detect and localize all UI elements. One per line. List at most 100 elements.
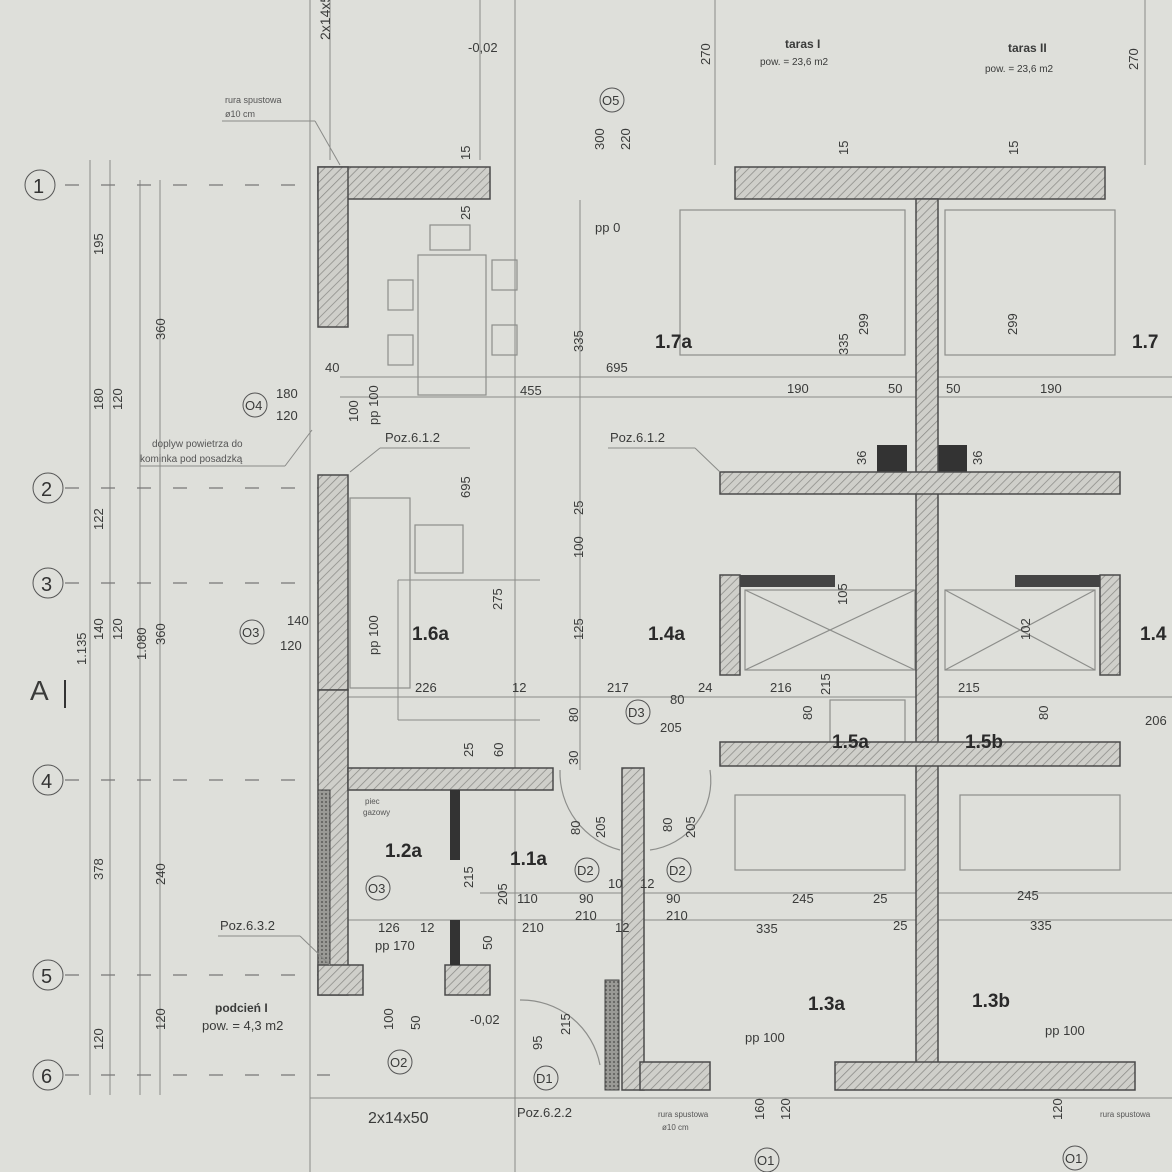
dimension-label: 220: [618, 128, 633, 150]
dimension-label: 24: [698, 680, 712, 695]
dimension-label: 100: [381, 1008, 396, 1030]
pp-170: pp 170: [375, 938, 415, 953]
dimension-label: 140: [91, 618, 106, 640]
pp-100-a: pp 100: [366, 385, 381, 425]
dimension-label: 80: [566, 708, 581, 722]
dimension-label: 80: [568, 821, 583, 835]
annotations: rura spustowa ø10 cm doplyw powietrza do…: [140, 0, 1151, 1132]
dimension-label: 10: [608, 876, 622, 891]
dimension-label: 378: [91, 858, 106, 880]
dimension-label: 205: [593, 816, 608, 838]
dimension-label: 215: [958, 680, 980, 695]
dimension-label: 210: [522, 920, 544, 935]
walls: [317, 166, 1136, 1091]
dimension-label: 180: [276, 386, 298, 401]
dimension-label: 245: [1017, 888, 1039, 903]
dimension-label: 206: [1145, 713, 1167, 728]
note-downpipe-bottom: rura spustowa: [658, 1110, 709, 1119]
note-poz-6-3-2: Poz.6.3.2: [220, 918, 275, 933]
dimension-label: 80: [1036, 706, 1051, 720]
dimension-label: 695: [458, 476, 473, 498]
dimension-label: 275: [490, 588, 505, 610]
dimension-label: 215: [558, 1013, 573, 1035]
dimension-label: 335: [571, 330, 586, 352]
level-bottom: -0,02: [470, 1012, 500, 1027]
room-labels: 1.7a 1.6a 1.4a 1.5a 1.5b 1.2a 1.1a 1.3a …: [385, 332, 1167, 1015]
dimension-label: 90: [666, 891, 680, 906]
dimension-label: 180: [91, 388, 106, 410]
dimension-label: 125: [571, 618, 586, 640]
left-dimensions: 195 360 180 120 122 1.135 140 120 1.080 …: [74, 233, 168, 1050]
note-brick-top: 2x14x50: [317, 0, 333, 40]
axis-markers: 1 2 3 4 5 6 A: [24, 169, 66, 1091]
room-1.6a: 1.6a: [412, 624, 449, 645]
room-1.5a: 1.5a: [832, 732, 869, 753]
opening-o1-a: O1: [757, 1153, 774, 1168]
dimension-label: 120: [153, 1008, 168, 1030]
dimension-label: 226: [415, 680, 437, 695]
terrace-2-name: taras II: [1008, 41, 1047, 55]
dimension-label: 210: [575, 908, 597, 923]
dimension-label: 25: [461, 743, 476, 757]
dimension-label: 360: [153, 318, 168, 340]
porch-area: pow. = 4,3 m2: [202, 1018, 283, 1033]
note-downpipe-right: rura spustowa: [1100, 1110, 1151, 1119]
dimension-label: 120: [778, 1098, 793, 1120]
note-air-supply-1: doplyw powietrza do: [152, 439, 243, 450]
pp-100-c: pp 100: [745, 1030, 785, 1045]
dimension-label: 299: [1005, 313, 1020, 335]
dimension-label: 25: [458, 206, 473, 220]
terrace-2-area: pow. = 23,6 m2: [985, 64, 1054, 75]
dimension-lines: [89, 0, 1172, 1172]
dimension-label: 335: [1030, 918, 1052, 933]
room-1.3b: 1.3b: [972, 991, 1010, 1012]
dimension-label: 190: [1040, 381, 1062, 396]
dimension-label: 36: [970, 451, 985, 465]
dimension-label: 25: [873, 891, 887, 906]
dimension-label: 205: [495, 883, 510, 905]
opening-d2-a: D2: [577, 863, 594, 878]
dimension-label: 120: [1050, 1098, 1065, 1120]
terrace-1-area: pow. = 23,6 m2: [760, 57, 829, 68]
dimension-label: 455: [520, 383, 542, 398]
dimension-label: 140: [287, 613, 309, 628]
dimension-label: 105: [835, 583, 850, 605]
dimension-label: 15: [1006, 141, 1021, 155]
note-downpipe-bottom-d: ø10 cm: [662, 1123, 689, 1132]
dimension-label: 15: [836, 141, 851, 155]
dimension-label: 215: [461, 866, 476, 888]
opening-o3: O3: [242, 625, 259, 640]
dimension-label: 240: [153, 863, 168, 885]
dimension-label: 120: [276, 408, 298, 423]
dimension-label: 50: [408, 1016, 423, 1030]
room-1.3a: 1.3a: [808, 994, 845, 1015]
dimension-label: 217: [607, 680, 629, 695]
note-poz-6-2-2: Poz.6.2.2: [517, 1105, 572, 1120]
dimension-label: 270: [698, 43, 713, 65]
room-1.4a: 1.4a: [648, 624, 685, 645]
dimension-label: 60: [491, 743, 506, 757]
dimension-label: 30: [566, 751, 581, 765]
opening-markers: O5 O4 O3 D3 D2 D2 O3 O2 D1 O1 O1: [239, 87, 1088, 1172]
dimension-label: 245: [792, 891, 814, 906]
dimension-label: 695: [606, 360, 628, 375]
dimension-label: 12: [615, 920, 629, 935]
room-1.7: 1.7: [1132, 332, 1158, 353]
dimension-label: 120: [110, 388, 125, 410]
axis-1: 1: [33, 176, 44, 198]
dimension-label: 100: [571, 536, 586, 558]
dimension-label: 36: [854, 451, 869, 465]
dimension-label: 122: [91, 508, 106, 530]
pp-100-b: pp 100: [366, 615, 381, 655]
opening-d1: D1: [536, 1071, 553, 1086]
terrace-1-name: taras I: [785, 37, 820, 51]
axis-6: 6: [41, 1066, 52, 1088]
dimension-label: 25: [571, 501, 586, 515]
room-1.4: 1.4: [1140, 624, 1167, 645]
dimension-label: 205: [683, 816, 698, 838]
dimension-label: 360: [153, 623, 168, 645]
dimension-label: 299: [856, 313, 871, 335]
porch-name: podcień I: [215, 1001, 268, 1015]
